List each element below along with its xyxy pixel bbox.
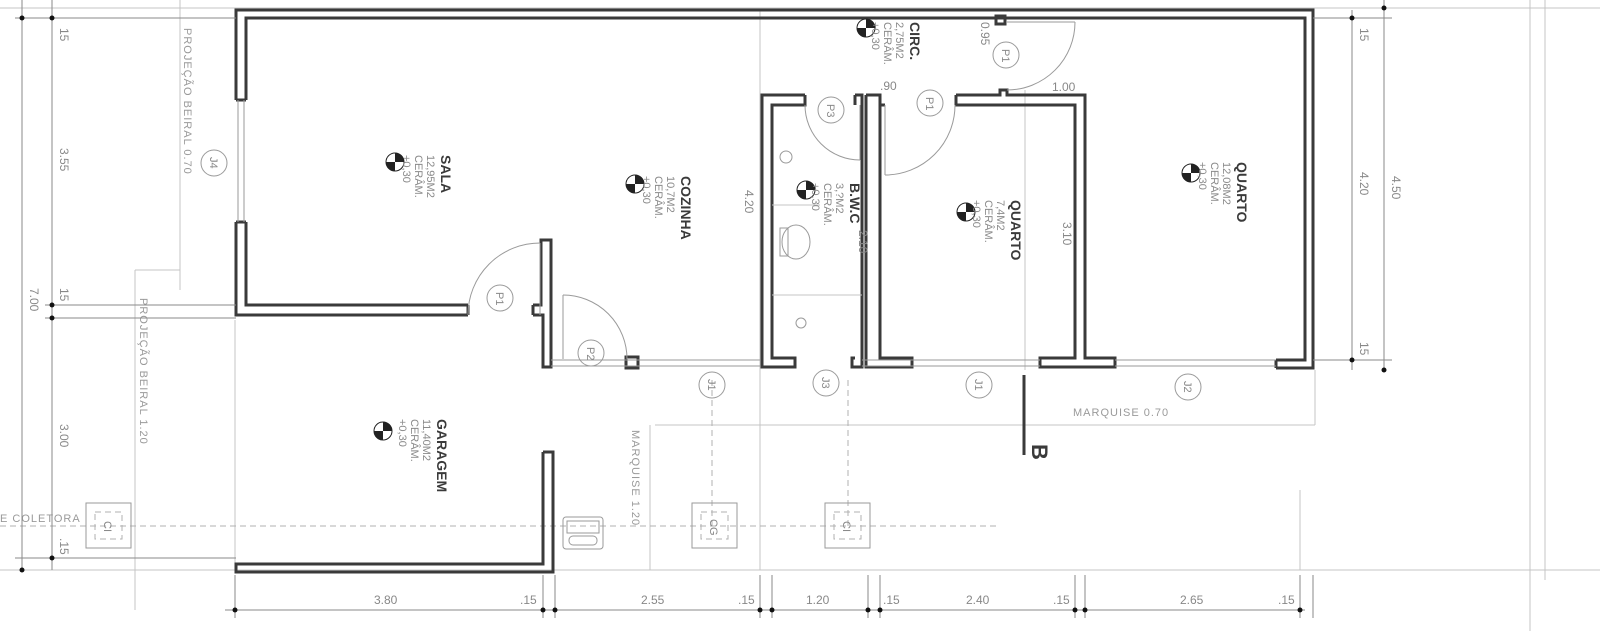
dim-left-a: 3.55 <box>57 148 71 172</box>
interior-dimensions: 4.20 3.10 1.00 .90 0.95 2.10 <box>742 22 1076 254</box>
room-area: 12,08M2 <box>1220 162 1232 205</box>
room-level: +0,30 <box>970 200 982 228</box>
dim-090: .90 <box>880 79 897 93</box>
room-label-quarto-1: QUARTO 7,4M2 CERÂM. +0,30 <box>970 200 1024 261</box>
room-label-garagem: GARAGEM 11,40M2 CERÂM. +0,30 <box>396 419 450 492</box>
section-mark-label: B <box>1027 444 1052 460</box>
dim-left-c: 3.00 <box>57 424 71 448</box>
dim-bottom-2: .15 <box>520 593 537 607</box>
dim-bottom-1: 3.80 <box>374 593 398 607</box>
dim-left-total: 7.00 <box>27 288 41 312</box>
collector-line <box>0 380 1000 527</box>
room-floor: CERÂM. <box>1208 162 1221 205</box>
dim-095: 0.95 <box>978 22 992 46</box>
section-mark: B <box>1022 375 1052 460</box>
tag-j1: J1 <box>705 379 717 391</box>
tag-j2: J2 <box>1181 381 1193 393</box>
room-floor: CERÂM. <box>821 183 834 226</box>
room-level: +0,30 <box>1196 162 1208 190</box>
tag-j4: J4 <box>207 157 219 169</box>
room-floor: CERÂM. <box>412 155 425 198</box>
tag-ci-mid: CI <box>840 521 852 532</box>
note-marquise-right: MARQUISE 0.70 <box>1073 407 1169 419</box>
room-label-quarto-2: QUARTO 12,08M2 CERÂM. +0,30 <box>1196 162 1250 223</box>
dim-left-b: 15 <box>57 288 71 302</box>
room-floor: CERÂM. <box>881 22 894 65</box>
room-name: B.W.C <box>847 183 863 223</box>
tag-cg: CG <box>707 519 719 536</box>
room-area: 7,4M2 <box>994 200 1006 231</box>
right-dimensions: 15 4.20 15 4.50 <box>1313 0 1403 373</box>
car-outline <box>562 516 604 550</box>
tag-p1-top: P1 <box>999 49 1011 62</box>
dim-310: 3.10 <box>1060 222 1074 246</box>
room-floor: CERÂM. <box>982 200 995 243</box>
tag-circles <box>200 41 1202 401</box>
dim-bottom-3: 2.55 <box>641 593 665 607</box>
door-swings <box>467 21 1076 360</box>
dim-bottom-6: .15 <box>883 593 900 607</box>
tag-p3: P3 <box>824 104 836 117</box>
dim-bottom-5: 1.20 <box>806 593 830 607</box>
room-name: SALA <box>438 155 454 193</box>
dim-left-top: 15 <box>57 28 71 42</box>
dim-bottom-8: .15 <box>1053 593 1070 607</box>
room-level: +0,30 <box>809 183 821 211</box>
room-label-circ: CIRC. 2,75M2 CERÂM. +0,30 <box>869 22 923 65</box>
room-level: +0,30 <box>869 22 881 50</box>
room-name: GARAGEM <box>434 419 450 492</box>
note-projecao-beiral-left: PROJEÇÃO BEIRAL 1.20 <box>137 298 150 445</box>
room-name: CIRC. <box>907 22 923 60</box>
bathroom-fixtures <box>772 150 862 329</box>
left-dimensions: 15 3.55 15 7.00 3.00 .15 <box>15 0 236 573</box>
walls <box>234 8 1315 574</box>
dim-420-interior: 4.20 <box>742 190 756 214</box>
room-label-bwc: B.W.C 3,?M2 CERÂM. +0,30 <box>809 183 863 226</box>
dim-bottom-4: .15 <box>738 593 755 607</box>
room-area: 10,7M2 <box>664 176 676 213</box>
tag-p1-sala: P1 <box>493 292 505 305</box>
level-markers <box>373 18 1201 441</box>
room-label-cozinha: COZINHA 10,7M2 CERÂM. +0,30 <box>640 176 694 240</box>
opening-tags: P1 P2 P3 P1 P1 J4 J1 J3 J1 J2 CI CG CI <box>101 49 1193 536</box>
tag-j1b: J1 <box>972 379 984 391</box>
dim-100: 1.00 <box>1052 80 1076 94</box>
dim-bottom-7: 2.40 <box>966 593 990 607</box>
room-name: QUARTO <box>1008 200 1024 261</box>
note-marquise-left: MARQUISE 1.20 <box>629 430 641 526</box>
room-area: 11,40M2 <box>420 419 432 461</box>
room-area: 12,95M2 <box>424 155 436 198</box>
tag-ci-left: CI <box>101 521 113 532</box>
room-level: +0,30 <box>400 155 412 183</box>
room-level: +0,30 <box>396 419 408 447</box>
tag-j3: J3 <box>819 377 831 389</box>
inspection-boxes <box>85 502 871 549</box>
dim-210: 2.10 <box>856 230 870 254</box>
room-level: +0,30 <box>640 176 652 204</box>
note-coletora: E COLETORA <box>0 513 81 525</box>
room-label-sala: SALA 12,95M2 CERÂM. +0,30 <box>400 155 454 198</box>
bottom-dimensions: 3.80 .15 2.55 .15 1.20 .15 2.40 .15 2.65… <box>225 575 1314 618</box>
dim-bottom-10: .15 <box>1278 593 1295 607</box>
room-floor: CERÂM. <box>408 419 421 462</box>
dim-right-top: 15 <box>1357 28 1371 42</box>
room-name: COZINHA <box>678 176 694 240</box>
plan-notes: PROJEÇÃO BEIRAL 0.70 PROJEÇÃO BEIRAL 1.2… <box>0 28 1169 526</box>
dim-right-mid: 4.20 <box>1357 172 1371 196</box>
dim-bottom-9: 2.65 <box>1180 593 1204 607</box>
dim-right-bot: 15 <box>1357 342 1371 356</box>
room-area: 2,75M2 <box>893 22 905 59</box>
tag-p1-circ: P1 <box>923 97 935 110</box>
room-floor: CERÂM. <box>652 176 665 219</box>
dim-right-total: 4.50 <box>1389 176 1403 200</box>
room-name: QUARTO <box>1234 162 1250 223</box>
note-projecao-beiral-top: PROJEÇÃO BEIRAL 0.70 <box>181 28 194 175</box>
tag-p2: P2 <box>584 347 596 360</box>
room-area: 3,?M2 <box>833 183 845 214</box>
dim-left-bot: .15 <box>57 538 71 555</box>
